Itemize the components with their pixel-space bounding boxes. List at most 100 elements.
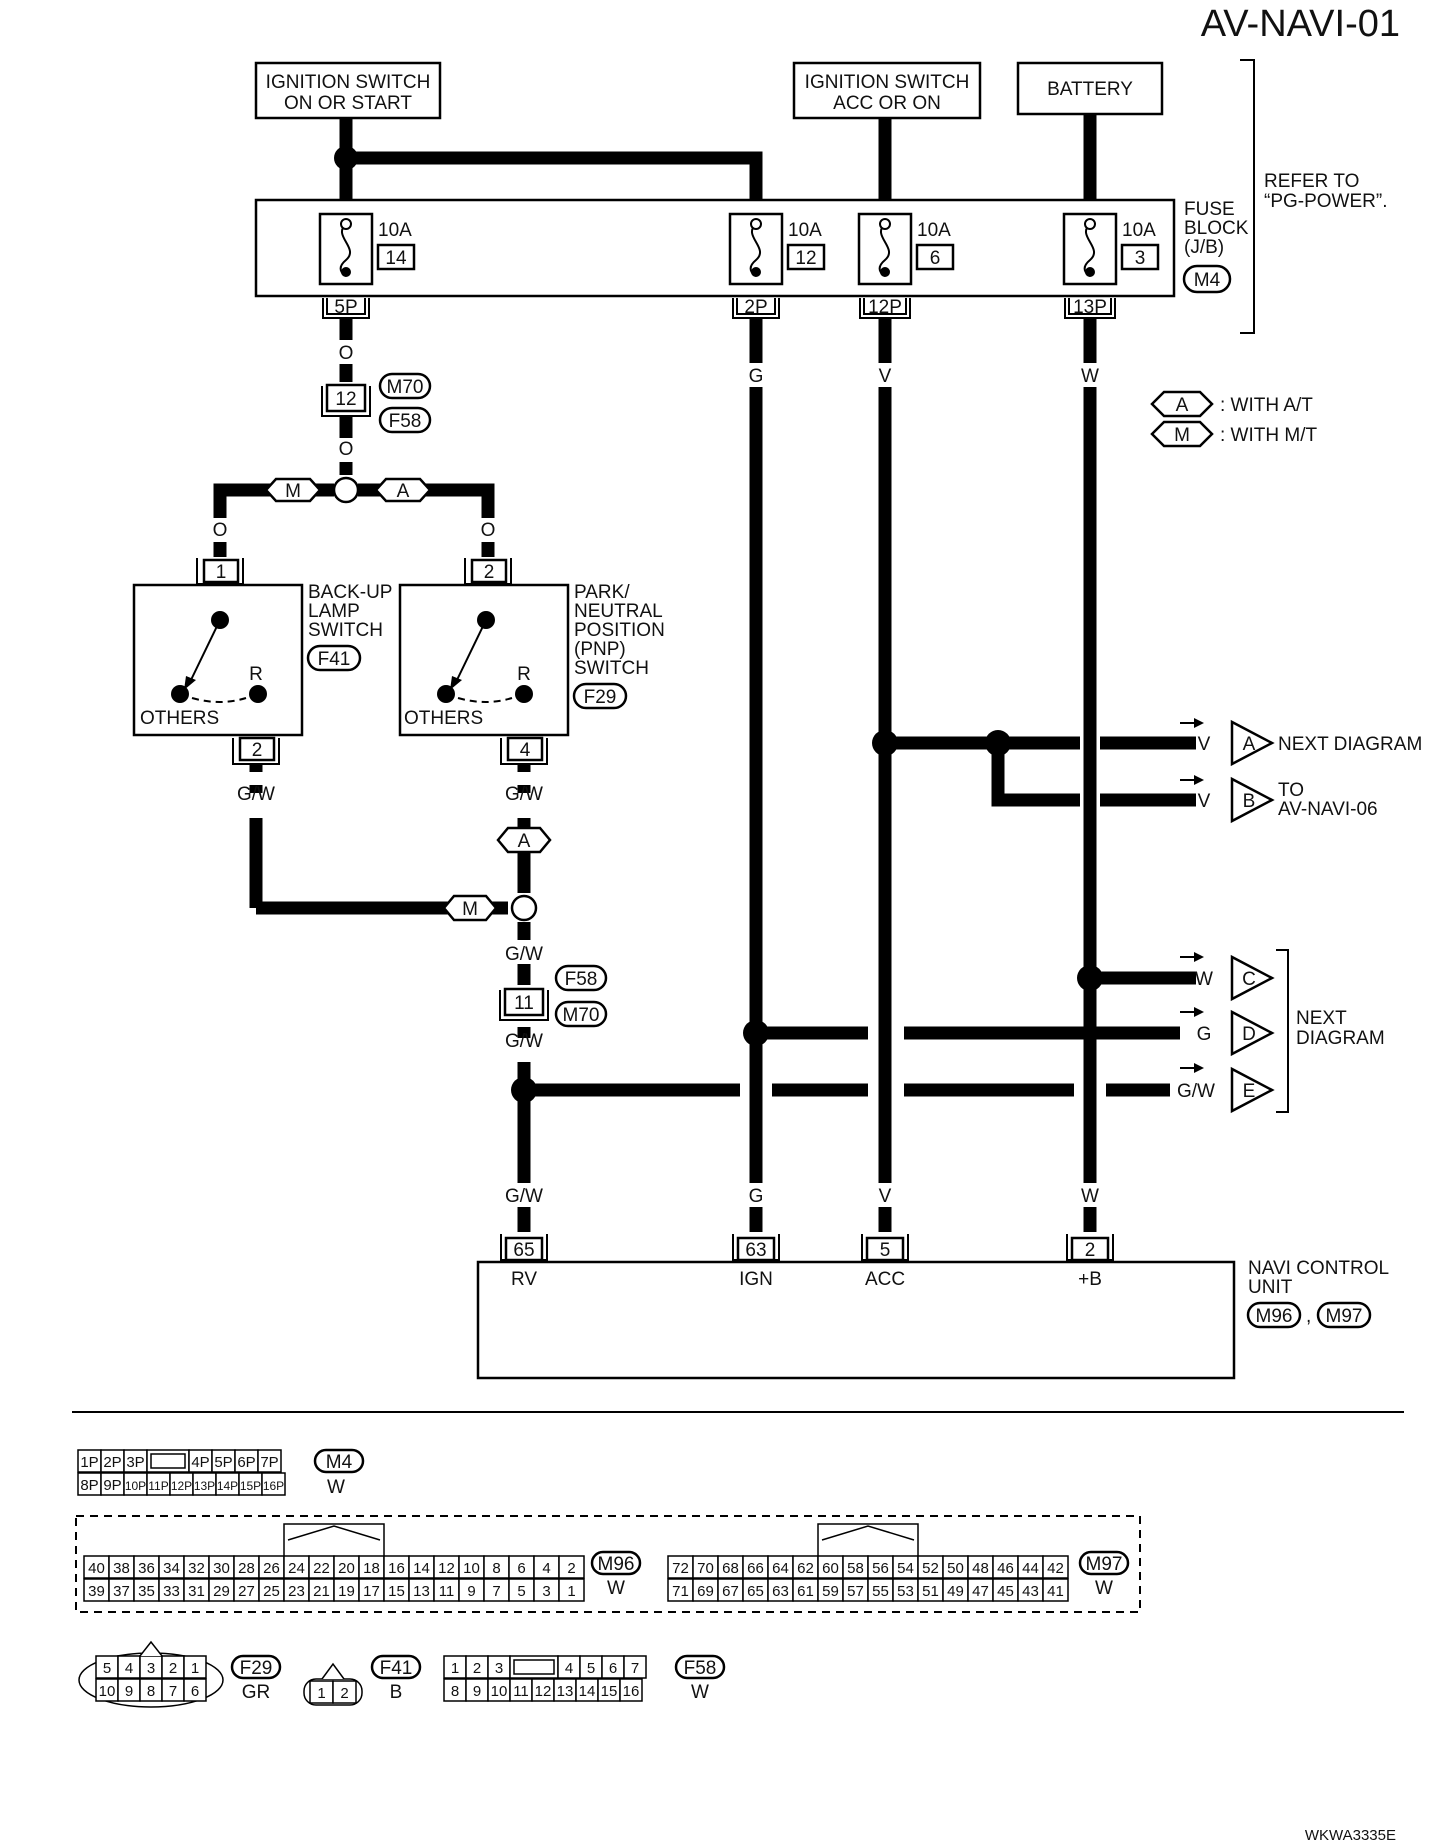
face-m97-pin: 45 (997, 1583, 1014, 1600)
face-m97-pin: 57 (847, 1583, 864, 1600)
option-splice-lower: A M (442, 826, 552, 922)
face-m96-pin: 22 (313, 1560, 330, 1577)
face-m96-pin: 14 (413, 1560, 430, 1577)
pnp-switch-label-1: PARK/ (574, 582, 630, 603)
face-f41-pins-cell (332, 1680, 357, 1704)
face-m4-pin: 6P (237, 1454, 255, 1471)
source-ign-on-start-line2: ON OR START (284, 93, 412, 114)
splice-w (1077, 965, 1103, 991)
backup-switch-pos-others: OTHERS (140, 708, 219, 729)
face-m4-pin: 5P (214, 1454, 232, 1471)
figure-code: WKWA3335E (1305, 1827, 1396, 1844)
next-c-code: C (1242, 969, 1256, 990)
source-ignition-on-start: IGNITION SWITCH ON OR START (254, 61, 442, 120)
navi-unit-conn-m96: M96 (1256, 1306, 1293, 1327)
next-a-code: A (1243, 734, 1256, 755)
backup-switch-label-1: BACK-UP (308, 582, 392, 603)
backup-switch-pos-r: R (249, 664, 263, 685)
face-m4-pin: 3P (126, 1454, 144, 1471)
fuse-3-pin: 13P (1073, 297, 1107, 318)
face-m97-pin: 60 (822, 1560, 839, 1577)
face-f29-id: F29 (240, 1658, 273, 1679)
joint-lower-wire-above: G/W (505, 944, 543, 965)
joint-upper-pin: 12 (335, 389, 356, 410)
next-b-wire: V (1198, 791, 1211, 812)
face-f41-color: B (390, 1682, 403, 1703)
next-e-wire: G/W (1177, 1081, 1215, 1102)
face-f58-pin: 10 (491, 1683, 508, 1700)
wire-color-fuse12: G (749, 366, 764, 387)
face-m4-pin: 9P (103, 1477, 121, 1494)
fuse-12-amps: 10A (788, 220, 822, 241)
face-m97-pin: 63 (772, 1583, 789, 1600)
face-f58-pin: 13 (557, 1683, 574, 1700)
next-diagram-d: G D (1180, 1007, 1275, 1057)
source-ign-on-start-line1: IGNITION SWITCH (266, 72, 431, 93)
splice-gw (511, 1077, 537, 1103)
joint-connector-upper: 12 M70 F58 O (321, 372, 432, 460)
face-m4-pin: 14P (217, 1479, 238, 1493)
face-m4-pin: 10P (125, 1479, 146, 1493)
joint-lower-wire-below: G/W (505, 1031, 543, 1052)
legend-a-code: A (1176, 395, 1189, 416)
pnp-switch-label-5: SWITCH (574, 658, 649, 679)
wire-crossings (740, 730, 1106, 1103)
face-f29-pin: 4 (125, 1660, 133, 1677)
option-splice-upper: M A (264, 476, 432, 504)
face-m97-pin: 50 (947, 1560, 964, 1577)
face-f29-pin: 7 (169, 1683, 177, 1700)
face-m97-pin: 59 (822, 1583, 839, 1600)
option-legend: A : WITH A/T M : WITH M/T (1150, 390, 1317, 448)
face-m96-pin: 25 (263, 1583, 280, 1600)
face-f29-color: GR (242, 1682, 271, 1703)
source-ign-acc-on-line1: IGNITION SWITCH (805, 72, 970, 93)
face-m97-pin: 68 (722, 1560, 739, 1577)
splice-ign-on-start (334, 146, 358, 170)
face-f58-color: W (691, 1682, 709, 1703)
fuse-3-number: 3 (1135, 248, 1146, 269)
navi-pin-b-num: 2 (1085, 1240, 1096, 1261)
fuse-14: 10A 14 5P (318, 212, 416, 319)
pnp-switch-pin-in: 2 (484, 562, 495, 583)
face-m96-pin: 29 (213, 1583, 230, 1600)
face-m4-pin: 8P (80, 1477, 98, 1494)
backup-lamp-switch: 1 R OTHERS 2 G/W BACK-UP LAMP SWITCH F41 (132, 558, 392, 805)
fuse-block-label-1: FUSE (1184, 199, 1235, 220)
next-b-code: B (1243, 791, 1256, 812)
next-b-text-2: AV-NAVI-06 (1278, 799, 1378, 820)
navi-pin-rv-num: 65 (513, 1240, 534, 1261)
face-m96-pin: 20 (338, 1560, 355, 1577)
face-f58-pin: 1 (451, 1660, 459, 1677)
face-m97-pin: 48 (972, 1560, 989, 1577)
face-f58-top-cell (623, 1655, 647, 1679)
pnp-switch-label-4: (PNP) (574, 639, 626, 660)
m96-m97-dashed-housing (75, 1515, 1141, 1613)
fuse-block-connector: M4 (1194, 270, 1221, 291)
next-cde-text-1: NEXT (1296, 1008, 1347, 1029)
face-m97-pin: 44 (1022, 1560, 1039, 1577)
backup-switch-pin-in: 1 (216, 562, 227, 583)
next-diagram-c: W C (1180, 952, 1275, 1002)
next-c-wire: W (1195, 969, 1213, 990)
face-m96-pin: 6 (517, 1560, 525, 1577)
face-f41-pin: 2 (340, 1685, 348, 1702)
face-m4-bottom-cell (261, 1472, 286, 1496)
face-m4-blank-key (150, 1453, 186, 1469)
face-m96-pin: 34 (163, 1560, 180, 1577)
backup-switch-label-3: SWITCH (308, 620, 383, 641)
refer-to-line1: REFER TO (1264, 171, 1359, 192)
face-m96-pin: 2 (567, 1560, 575, 1577)
face-f29-bottom-cell (183, 1678, 207, 1702)
fuse-6-amps: 10A (917, 220, 951, 241)
face-m96-pin: 4 (542, 1560, 550, 1577)
face-f29-pin: 8 (147, 1683, 155, 1700)
joint-lower-pin: 11 (514, 993, 534, 1014)
face-m97-color: W (1095, 1578, 1113, 1599)
face-m97-pin: 52 (922, 1560, 939, 1577)
face-m4-pin: 15P (240, 1479, 261, 1493)
face-m96-pin: 7 (492, 1583, 500, 1600)
face-m96-pin: 3 (542, 1583, 550, 1600)
face-f58-blank-key (513, 1659, 555, 1675)
face-m97-bottom-cell (1042, 1578, 1069, 1602)
backup-switch-wire-out: G/W (237, 784, 275, 805)
